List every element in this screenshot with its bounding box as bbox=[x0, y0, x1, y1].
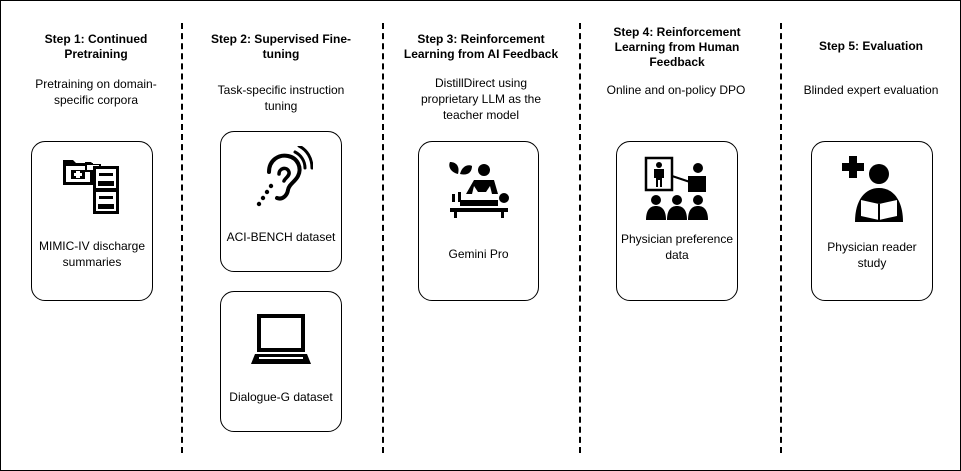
medical-file-cabinet-icon bbox=[32, 156, 152, 216]
step-5-description: Blinded expert evaluation bbox=[803, 83, 939, 97]
step-3-source-label: Gemini Pro bbox=[448, 247, 509, 261]
step-4-title: Step 4: Reinforcement Learning from Huma… bbox=[613, 25, 741, 69]
step-5-source-box: Physician reader study bbox=[811, 141, 933, 301]
step-1-title: Step 1: Continued Pretraining bbox=[44, 32, 148, 61]
step-2-source-1-label: ACI-BENCH dataset bbox=[226, 230, 336, 244]
step-1-source-label: MIMIC-IV discharge summaries bbox=[38, 239, 146, 269]
step-2-source-box-1: ACI-BENCH dataset bbox=[220, 131, 342, 272]
step-2-title: Step 2: Supervised Fine-tuning bbox=[210, 32, 352, 61]
step-5-source-label: Physician reader study bbox=[827, 240, 917, 270]
step-4-description: Online and on-policy DPO bbox=[606, 83, 746, 97]
massage-therapy-icon bbox=[419, 160, 538, 220]
column-divider bbox=[579, 23, 581, 453]
step-2-source-2-label: Dialogue-G dataset bbox=[229, 390, 333, 404]
step-1-source-box: MIMIC-IV discharge summaries bbox=[31, 141, 153, 301]
computer-monitor-icon bbox=[221, 312, 341, 368]
column-divider bbox=[780, 23, 782, 453]
step-5-title: Step 5: Evaluation bbox=[818, 39, 924, 53]
step-2-source-box-2: Dialogue-G dataset bbox=[220, 291, 342, 432]
step-4-source-box: Physician preference data bbox=[616, 141, 738, 301]
column-divider bbox=[181, 23, 183, 453]
hearing-assist-icon bbox=[221, 146, 341, 210]
step-4-source-label: Physician preference data bbox=[620, 232, 734, 262]
step-1-description: Pretraining on domain-specific corpora bbox=[35, 77, 157, 107]
step-3-description: DistillDirect using proprietary LLM as t… bbox=[420, 76, 542, 122]
step-3-source-box: Gemini Pro bbox=[418, 141, 539, 301]
anatomy-lecture-icon bbox=[617, 156, 737, 222]
column-divider bbox=[382, 23, 384, 453]
step-2-description: Task-specific instruction tuning bbox=[217, 83, 345, 113]
step-3-title: Step 3: Reinforcement Learning from AI F… bbox=[403, 32, 559, 61]
medical-reader-icon bbox=[812, 154, 932, 224]
